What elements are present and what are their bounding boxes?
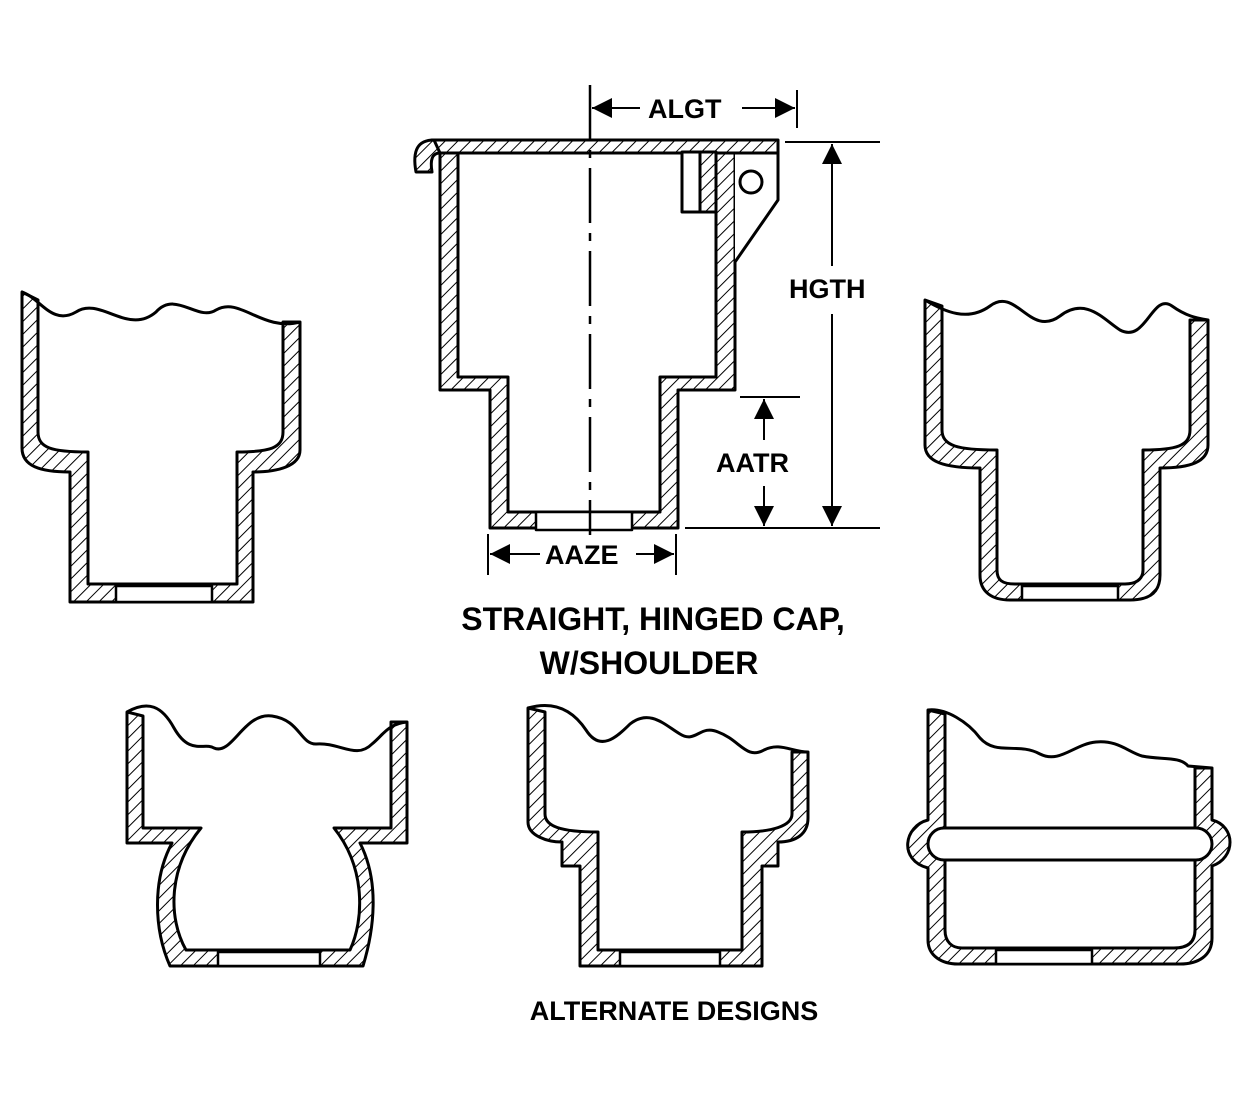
- alternate-designs-caption: ALTERNATE DESIGNS: [530, 996, 819, 1026]
- main-caption-line2: W/SHOULDER: [540, 645, 759, 681]
- hgth-dimension: [685, 141, 880, 529]
- main-caption-line1: STRAIGHT, HINGED CAP,: [461, 601, 844, 637]
- algt-label: ALGT: [648, 94, 722, 124]
- design-bulb: [125, 704, 409, 968]
- aatr-label: AATR: [716, 448, 789, 478]
- aatr-dimension: [740, 396, 800, 526]
- design-left-shoulder: [20, 290, 302, 604]
- algt-dimension: [592, 90, 798, 128]
- hgth-label: HGTH: [789, 274, 866, 304]
- aaze-dimension: [487, 534, 677, 575]
- aaze-label: AAZE: [545, 540, 619, 570]
- design-bead: [906, 708, 1232, 966]
- design-stepped: [526, 703, 810, 968]
- design-right-shoulder: [923, 298, 1210, 602]
- main-fitting: [413, 138, 780, 532]
